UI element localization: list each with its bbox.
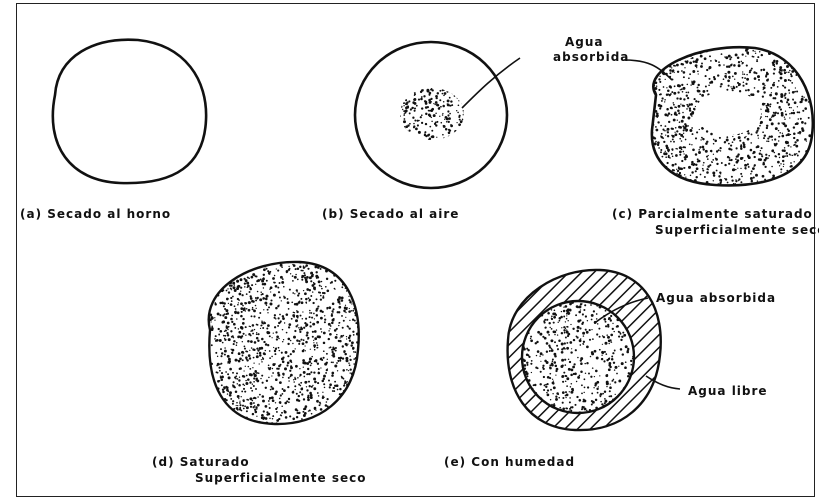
callout-c-leader: [624, 60, 672, 80]
particle-b-outline: [355, 42, 507, 188]
caption-a: (a) Secado al horno: [20, 207, 171, 221]
callout-b-leader: [462, 58, 520, 108]
particle-b-absorbed-core: [397, 85, 467, 142]
particle-c-dry-core: [695, 91, 761, 135]
caption-d-line2: Superficialmente seco: [195, 471, 366, 485]
caption-c-line2: Superficialmente seco: [655, 223, 819, 237]
caption-e: (e) Con humedad: [444, 455, 575, 469]
caption-c-line1: (c) Parcialmente saturado: [612, 207, 813, 221]
callout-b-label-line2: absorbida: [553, 50, 629, 64]
callout-e-inner-label: Agua absorbida: [656, 291, 776, 305]
callout-b-label-line1: Agua: [565, 35, 604, 49]
caption-d-line1: (d) Saturado: [152, 455, 250, 469]
caption-b: (b) Secado al aire: [322, 207, 459, 221]
particle-a-outline: [53, 40, 206, 183]
callout-e-outer-label: Agua libre: [688, 384, 768, 398]
